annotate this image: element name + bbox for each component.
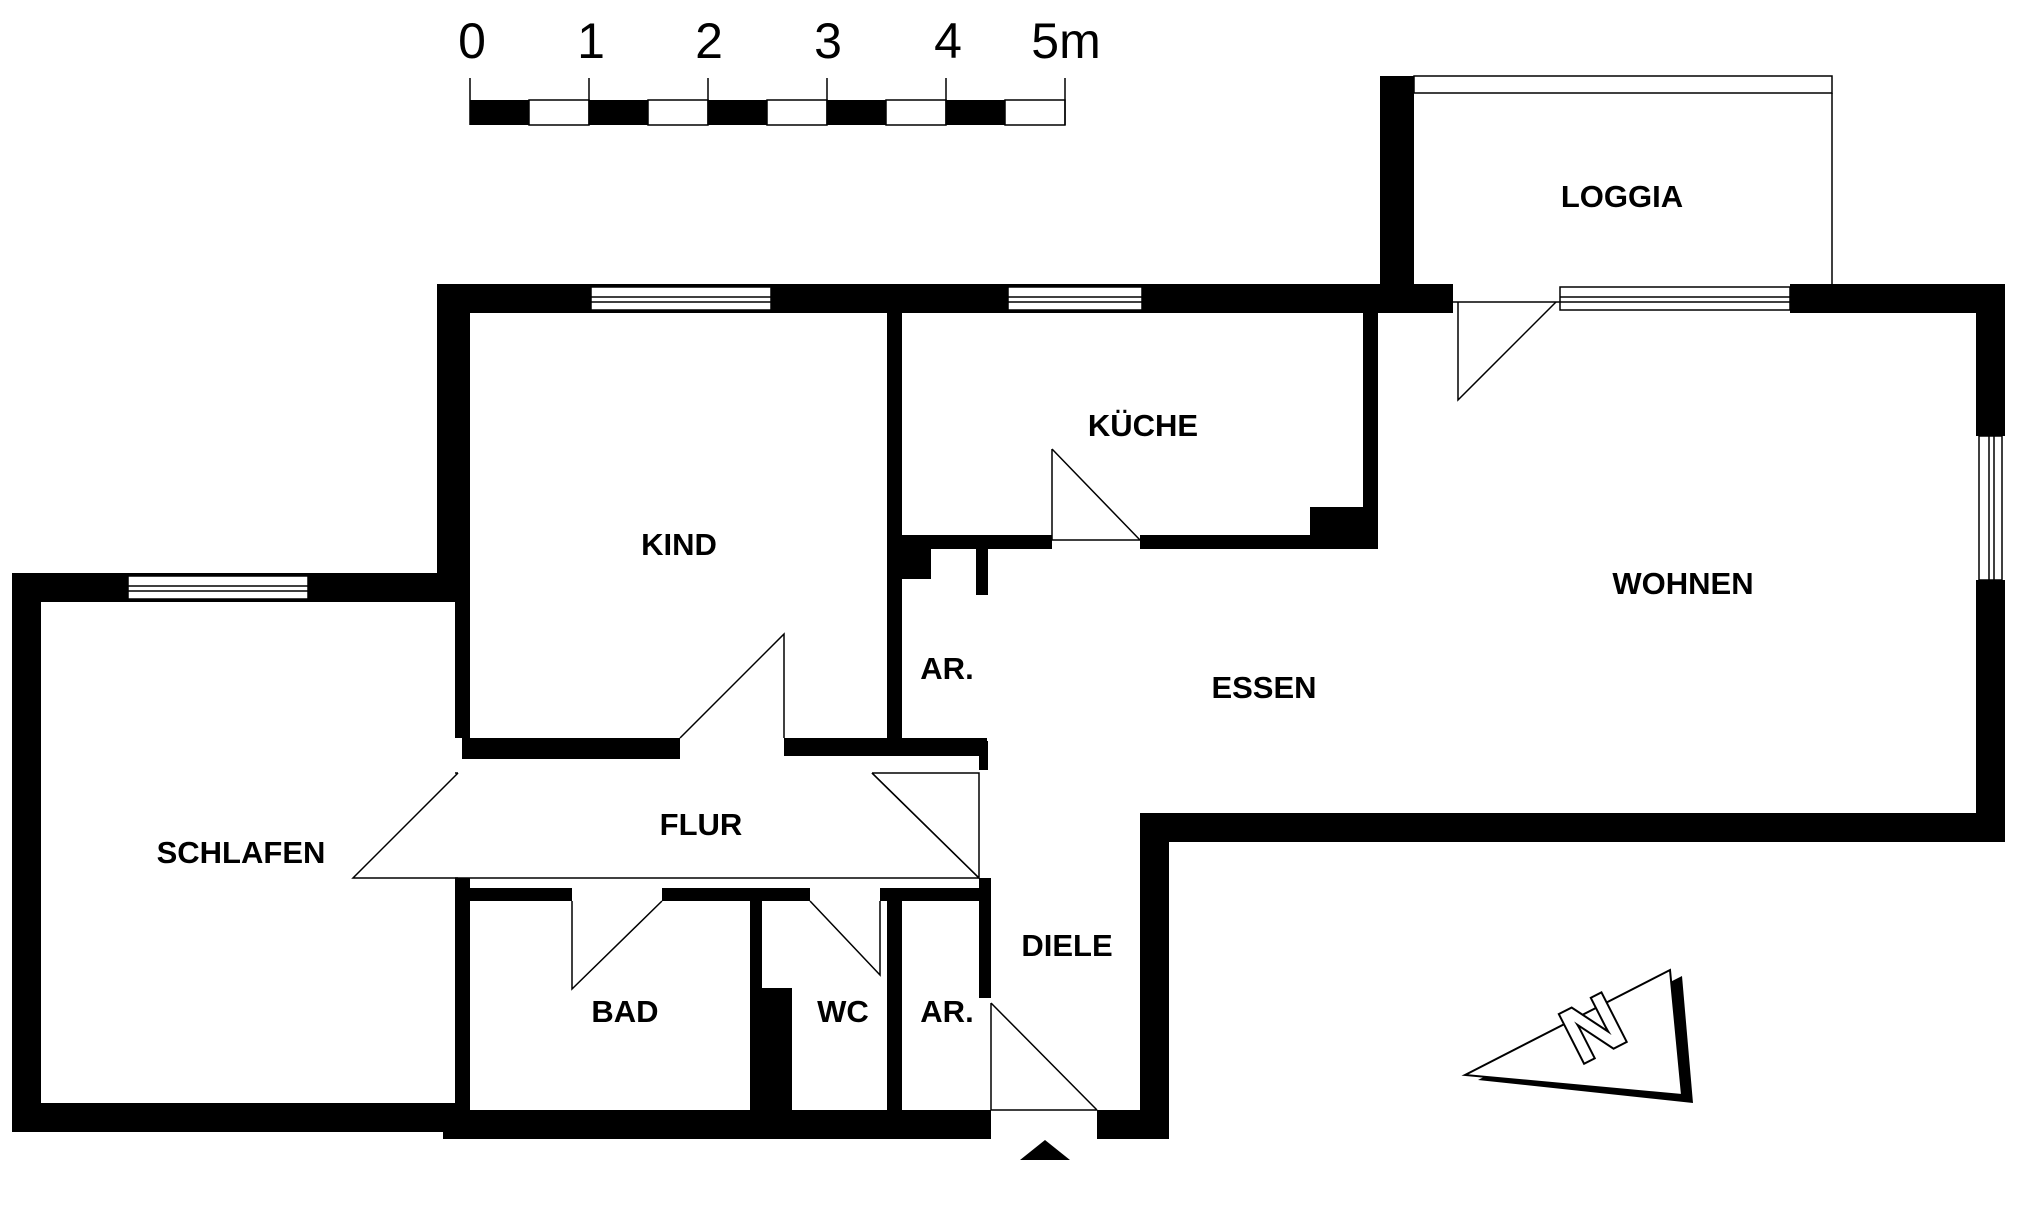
room-label-kind: KIND xyxy=(641,527,717,562)
wall xyxy=(12,1103,462,1132)
room-label-wohnen: WOHNEN xyxy=(1612,566,1753,601)
wall xyxy=(976,549,988,595)
room-label-loggia: LOGGIA xyxy=(1561,179,1683,214)
wall xyxy=(902,535,1052,549)
doors xyxy=(351,301,1560,1160)
scale-bar: 0 1 2 3 4 5m xyxy=(458,13,1101,126)
wall xyxy=(12,573,41,1132)
wall xyxy=(462,738,680,759)
wall xyxy=(443,1110,991,1139)
scale-segment xyxy=(885,99,947,126)
door-swing xyxy=(571,900,663,991)
room-label-ar-upper: AR. xyxy=(920,651,973,686)
wall xyxy=(662,888,810,901)
wall xyxy=(750,901,762,1110)
door-swing-arc xyxy=(871,772,980,879)
room-labels: LOGGIA KÜCHE KIND WOHNEN ESSEN AR. FLUR … xyxy=(157,179,1754,1029)
wall xyxy=(887,901,902,1110)
exterior-walls xyxy=(12,76,2005,1139)
scale-segment xyxy=(528,99,590,126)
scale-segment xyxy=(946,100,1005,125)
window xyxy=(1007,286,1143,311)
door-swing xyxy=(1051,449,1140,541)
windows xyxy=(127,286,2003,600)
room-label-bad: BAD xyxy=(591,994,658,1029)
room-label-diele: DIELE xyxy=(1021,928,1112,963)
room-label-ar-lower: AR. xyxy=(920,994,973,1029)
wall xyxy=(1790,284,2005,313)
scale-label-4: 4 xyxy=(934,13,962,69)
window xyxy=(127,575,309,600)
wall xyxy=(902,549,931,579)
wall xyxy=(1976,284,2005,436)
wall xyxy=(1140,535,1378,549)
door-swing-arc xyxy=(990,1002,1098,1111)
wall xyxy=(455,878,470,1110)
wall xyxy=(455,602,470,738)
door-swing xyxy=(990,1003,1097,1111)
wall xyxy=(437,284,470,602)
window xyxy=(1978,435,2003,581)
wall xyxy=(1976,580,2005,842)
room-label-flur: FLUR xyxy=(660,807,743,842)
door-swing-arc xyxy=(1051,448,1141,541)
scale-label-1: 1 xyxy=(577,13,605,69)
loggia-railing xyxy=(1413,75,1833,94)
wall xyxy=(887,313,902,741)
north-arrow: N xyxy=(1461,968,1693,1103)
wall xyxy=(762,988,792,1110)
wall xyxy=(1363,313,1378,511)
scale-segment xyxy=(827,100,886,125)
entrance-arrow-icon xyxy=(1020,1140,1070,1160)
room-label-schlafen: SCHLAFEN xyxy=(157,835,326,870)
scale-segment xyxy=(1004,99,1066,126)
room-label-kueche: KÜCHE xyxy=(1088,408,1198,443)
scale-segment xyxy=(766,99,828,126)
scale-label-5m: 5m xyxy=(1031,13,1100,69)
window xyxy=(590,286,772,311)
door-swing xyxy=(351,772,459,879)
wall xyxy=(1140,813,2005,842)
wall xyxy=(784,738,987,756)
wall xyxy=(1140,813,1169,1139)
scale-segment xyxy=(708,100,767,125)
wall xyxy=(880,888,987,901)
wall xyxy=(1380,76,1414,313)
wall xyxy=(1097,1110,1169,1139)
window xyxy=(1559,286,1791,311)
scale-segment xyxy=(589,100,648,125)
door-swing xyxy=(679,632,785,739)
north-arrow-icon xyxy=(1461,968,1684,1097)
wall xyxy=(462,888,572,901)
room-label-wc: WC xyxy=(817,994,869,1029)
wall xyxy=(979,878,991,998)
scale-segment xyxy=(647,99,709,126)
interior-walls xyxy=(455,313,1378,1110)
scale-label-0: 0 xyxy=(458,13,486,69)
door-swing xyxy=(809,900,881,977)
scale-segment xyxy=(470,100,529,125)
scale-label-3: 3 xyxy=(814,13,842,69)
wall xyxy=(437,284,1453,313)
door-swing xyxy=(1457,301,1557,402)
room-label-essen: ESSEN xyxy=(1211,670,1316,705)
loggia-outline xyxy=(1413,75,1833,284)
scale-label-2: 2 xyxy=(695,13,723,69)
